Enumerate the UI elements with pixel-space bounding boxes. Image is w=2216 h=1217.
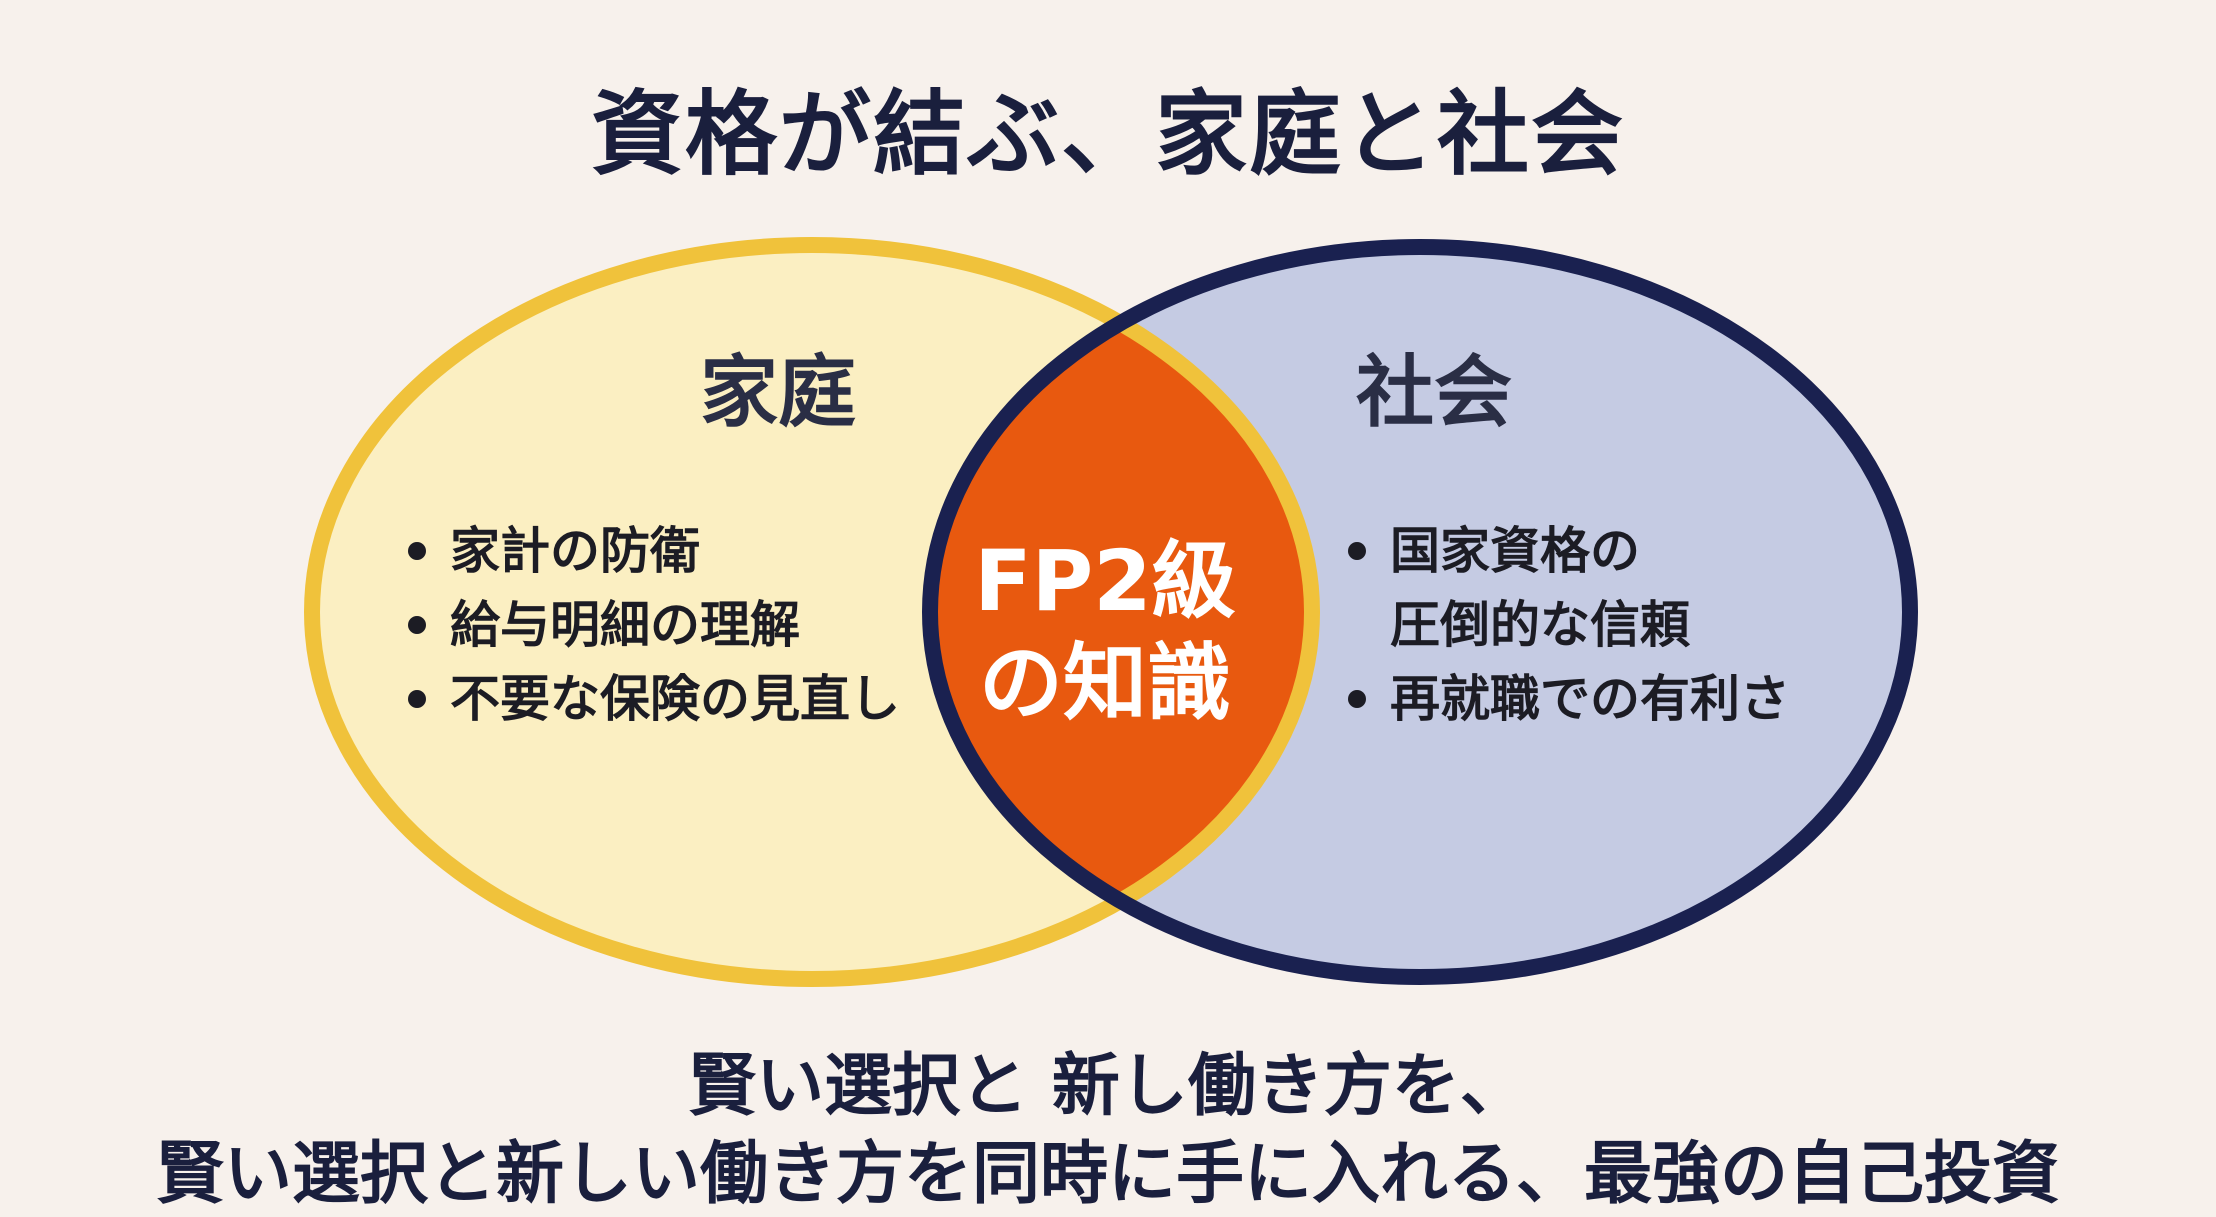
footer-line-2: 賢い選択と新しい働き方を同時に手に入れる、最強の自己投資 xyxy=(155,1135,2060,1214)
list-item: 家計の防衛 xyxy=(400,514,900,588)
society-circle-outline xyxy=(922,239,1918,985)
home-circle-outline xyxy=(304,237,1320,987)
society-item-text-continued: 圧倒的な信頼 xyxy=(1390,596,1690,654)
society-item-text: 再就職での有利さ xyxy=(1390,670,1790,728)
home-set-label: 家庭 xyxy=(700,348,857,438)
intersection-region xyxy=(930,247,1312,977)
society-item-text: 国家資格の xyxy=(1390,522,1640,580)
list-item: 国家資格の 圧倒的な信頼 xyxy=(1340,514,1790,662)
society-set-label: 社会 xyxy=(1356,348,1513,438)
home-item-text: 不要な保険の見直し xyxy=(450,670,900,728)
list-item: 不要な保険の見直し xyxy=(400,662,900,736)
footer-line-1: 賢い選択と 新し働き方を、 xyxy=(688,1047,1528,1126)
intersection-label-line1: FP2級 xyxy=(974,532,1236,630)
home-item-list: 家計の防衛 給与明細の理解 不要な保険の見直し xyxy=(400,514,900,736)
list-item: 再就職での有利さ xyxy=(1340,662,1790,736)
society-item-list: 国家資格の 圧倒的な信頼 再就職での有利さ xyxy=(1340,514,1790,736)
page-title: 資格が結ぶ、家庭と社会 xyxy=(590,81,1625,188)
list-item: 給与明細の理解 xyxy=(400,588,900,662)
home-item-text: 家計の防衛 xyxy=(450,522,700,580)
intersection-label-line2: の知識 xyxy=(978,634,1231,732)
intersection-label: FP2級 の知識 xyxy=(940,530,1270,734)
home-item-text: 給与明細の理解 xyxy=(450,596,800,654)
